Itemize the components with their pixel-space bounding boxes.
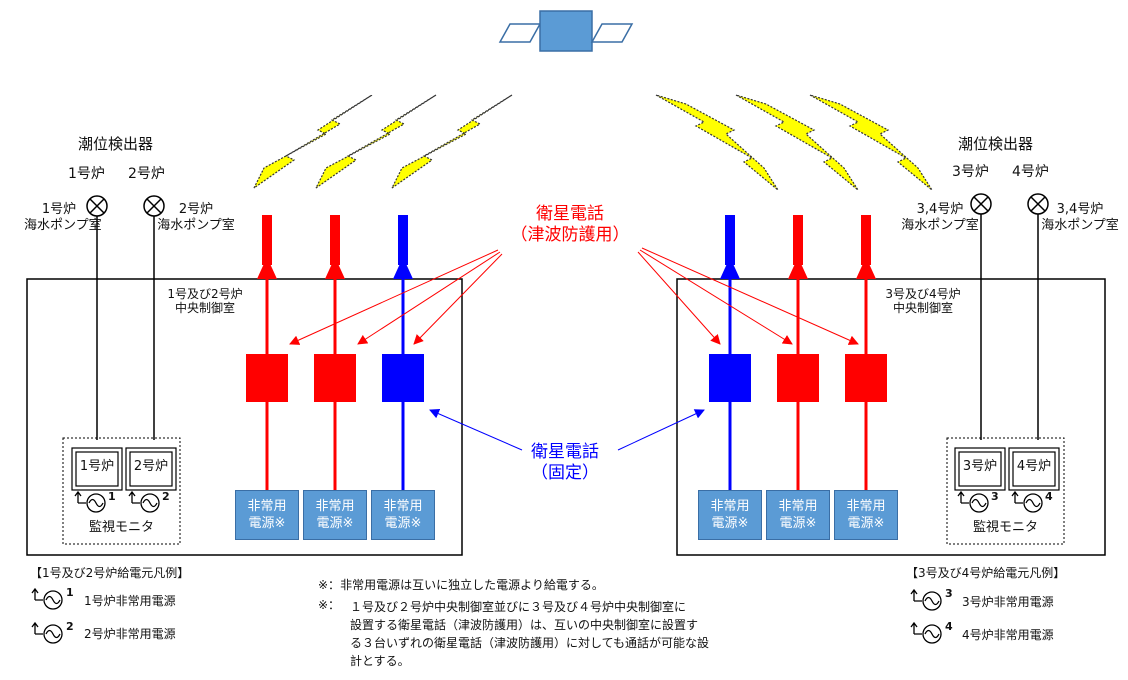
legend-item: 3号炉非常用電源 — [962, 595, 1054, 609]
monitor-label-left: 監視モニタ — [88, 520, 154, 535]
room-label-left: 1号及び2号炉中央制御室 — [167, 287, 243, 316]
unit-label: 2号炉 — [128, 166, 165, 182]
unit-label: 1号炉 — [68, 166, 105, 182]
sat-phone-fixed-label: 衛星電話（固定） — [531, 442, 599, 484]
sat-phone-tsunami-4 — [845, 354, 887, 402]
fixed-arrows — [429, 409, 705, 451]
power-source-icon — [31, 490, 1043, 644]
monitor-screens — [71, 447, 1060, 491]
antenna-blue-2 — [720, 215, 740, 492]
sat-phone-fixed-2 — [709, 354, 751, 402]
source-mark: 1 — [66, 586, 74, 599]
legend-item: 2号炉非常用電源 — [84, 627, 176, 641]
sat-phone-fixed-1 — [382, 354, 424, 402]
monitor-label-right: 監視モニタ — [972, 520, 1038, 535]
monitor-unit-label: 1号炉 — [79, 459, 115, 474]
emergency-power-box: 非常用電源※ — [766, 490, 830, 540]
note-2-mark: ※： — [318, 598, 341, 612]
detector-lines — [96, 214, 1039, 440]
sat-phone-tsunami-1 — [246, 354, 288, 402]
legend-item: 4号炉非常用電源 — [962, 628, 1054, 642]
source-mark: 3 — [945, 587, 953, 600]
sat-phone-tsunami-3 — [777, 354, 819, 402]
source-mark: 2 — [162, 490, 170, 503]
antenna-red-4 — [856, 215, 876, 492]
legend-title-left: 【1号及び2号炉給電元凡例】 — [30, 566, 190, 580]
emergency-power-box: 非常用電源※ — [371, 490, 435, 540]
emergency-power-box: 非常用電源※ — [698, 490, 762, 540]
monitor-group-3-4 — [946, 437, 1065, 545]
detector-title-left: 潮位検出器 — [78, 135, 154, 153]
lamp-icon — [86, 193, 1049, 217]
source-mark: 4 — [1045, 490, 1053, 503]
antenna-blue-1 — [393, 215, 413, 492]
unit-label: 3号炉 — [952, 164, 989, 180]
control-room-1-2 — [26, 278, 463, 556]
note-1: ※：非常用電源は互いに独立した電源より給電する。 — [318, 578, 604, 592]
emergency-power-box: 非常用電源※ — [235, 490, 299, 540]
detector-title-right: 潮位検出器 — [958, 135, 1034, 153]
room-label-right: 3号及び4号炉中央制御室 — [885, 287, 961, 316]
source-mark: 4 — [945, 620, 953, 633]
legend-item: 1号炉非常用電源 — [84, 594, 176, 608]
location-label: 3,4号炉海水ポンプ室 — [901, 202, 979, 233]
source-mark: 3 — [991, 490, 999, 503]
tsunami-arrows — [289, 247, 859, 345]
monitor-unit-label: 2号炉 — [133, 459, 169, 474]
sat-phone-tsunami-2 — [314, 354, 356, 402]
source-mark: 2 — [66, 620, 74, 633]
control-room-3-4 — [676, 278, 1106, 556]
monitor-unit-label: 3号炉 — [962, 459, 998, 474]
antenna-red-3 — [788, 215, 808, 492]
antenna-red-2 — [325, 215, 345, 492]
emergency-power-box: 非常用電源※ — [834, 490, 898, 540]
satellite-icon — [498, 10, 634, 52]
lightning-icon — [253, 94, 933, 191]
monitor-unit-label: 4号炉 — [1016, 459, 1052, 474]
location-label: 3,4号炉海水ポンプ室 — [1041, 202, 1119, 233]
emergency-power-box: 非常用電源※ — [303, 490, 367, 540]
note-2-text: １号及び２号炉中央制御室並びに３号及び４号炉中央制御室に 設置する衛星電話（津波… — [350, 600, 710, 668]
unit-label: 4号炉 — [1012, 164, 1049, 180]
location-label: 2号炉海水ポンプ室 — [157, 202, 235, 233]
location-label: 1号炉海水ポンプ室 — [24, 202, 102, 233]
legend-title-right: 【3号及び4号炉給電元凡例】 — [906, 566, 1066, 580]
source-mark: 1 — [108, 490, 116, 503]
antenna-red-1 — [257, 215, 277, 492]
monitor-group-1-2 — [62, 437, 181, 545]
sat-phone-tsunami-label: 衛星電話（津波防護用） — [510, 204, 630, 246]
